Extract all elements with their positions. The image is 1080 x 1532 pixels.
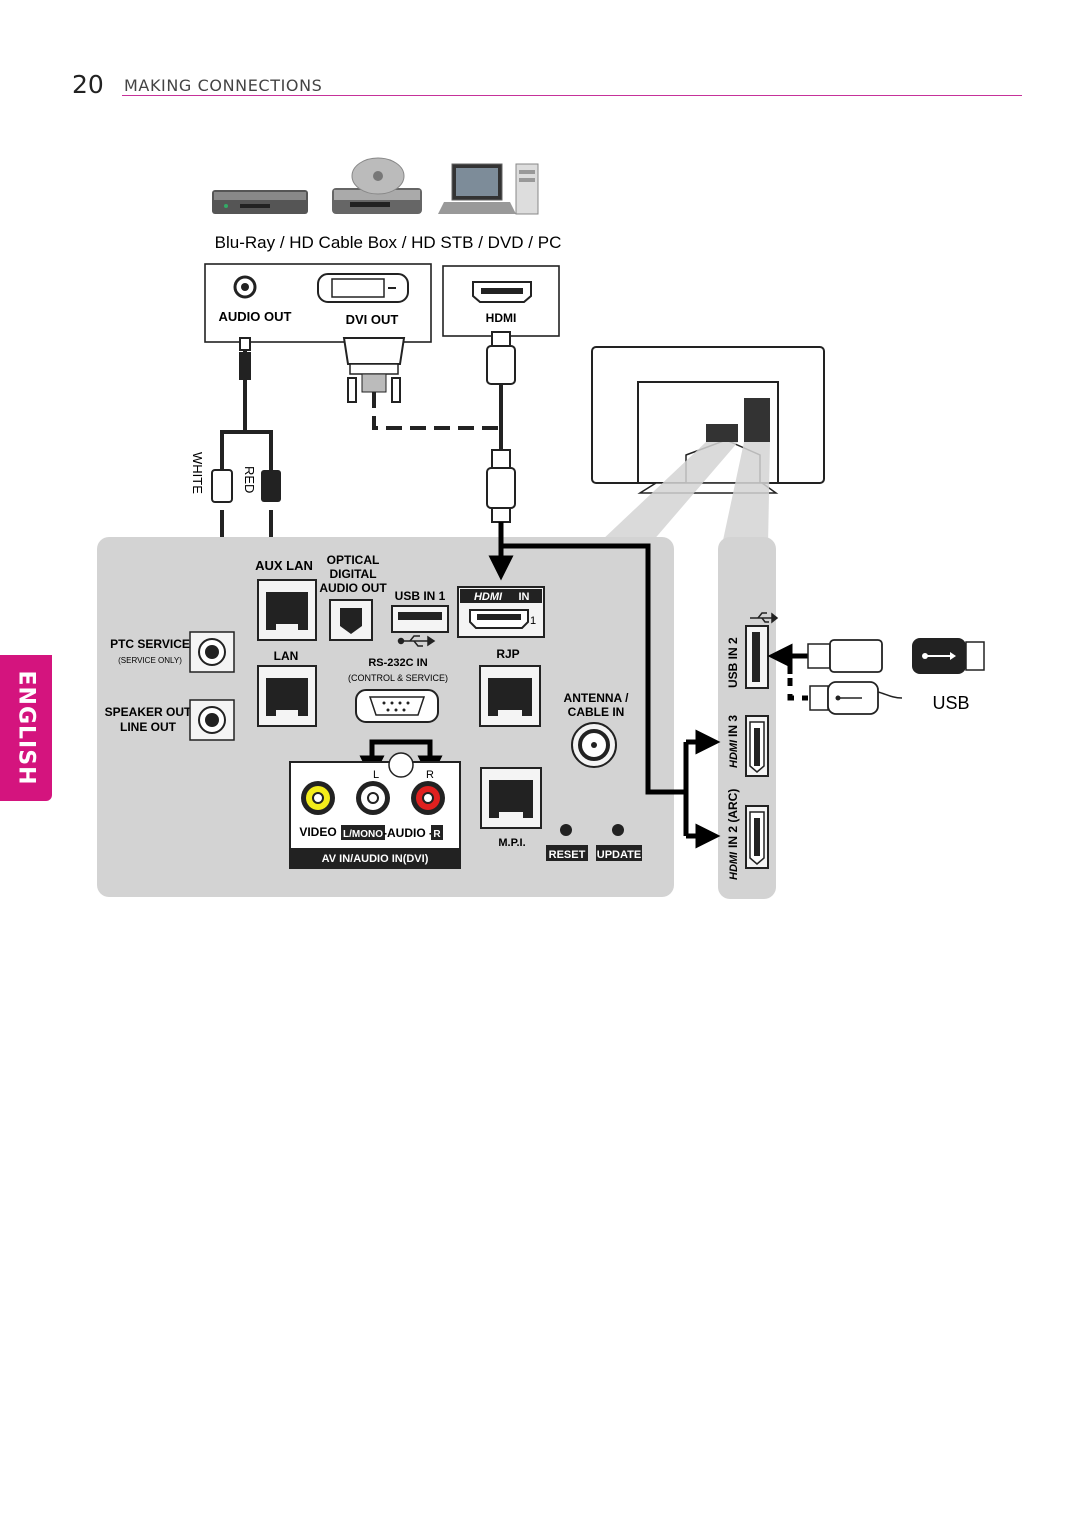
- mpi-label: M.P.I.: [498, 837, 525, 849]
- video-jack-yellow-icon[interactable]: [301, 781, 335, 815]
- audio-label: -AUDIO -: [383, 826, 433, 840]
- reset-button-hole-icon[interactable]: [560, 824, 572, 836]
- hdmi-in-3-port-icon[interactable]: [745, 715, 769, 777]
- red-rca-plug-icon: [261, 462, 281, 502]
- av-l-label: L: [373, 769, 379, 781]
- devices-caption: Blu-Ray / HD Cable Box / HD STB / DVD / …: [215, 233, 562, 252]
- av-center-icon: [388, 752, 414, 778]
- usb-in-2-label: USB IN 2: [726, 637, 740, 688]
- usb-in-2-symbol-icon: [750, 612, 779, 624]
- l-mono-badge: [341, 825, 385, 840]
- speaker-out-jack-icon[interactable]: [189, 699, 235, 741]
- speaker-out-label: SPEAKER OUT: [105, 705, 192, 719]
- optical-label-1: OPTICAL: [327, 553, 380, 567]
- hdmi-in-label: IN: [519, 591, 530, 603]
- rjp-port-icon[interactable]: [479, 665, 541, 727]
- hdmi-in-number: 1: [530, 615, 536, 627]
- language-tab: ENGLISH: [0, 655, 52, 801]
- usb-symbol-icon: [397, 635, 436, 647]
- hdmi-in-3-label: IN 3: [726, 715, 740, 737]
- service-only-label: (SERVICE ONLY): [118, 656, 182, 665]
- video-label: VIDEO: [299, 825, 336, 839]
- usb-in-2-port-icon[interactable]: [745, 625, 769, 689]
- audio-left-arrow: [359, 739, 402, 781]
- antenna-jack-icon[interactable]: [571, 722, 617, 768]
- rs232c-port-icon[interactable]: [355, 689, 439, 723]
- optical-label-3: AUDIO OUT: [319, 581, 387, 595]
- lan-port-icon[interactable]: [257, 665, 317, 727]
- update-label: UPDATE: [597, 849, 641, 861]
- audio-right-arrow: [402, 739, 443, 781]
- rs232c-in-label: RS-232C IN: [368, 657, 427, 669]
- audio-l-jack-white-icon[interactable]: [356, 781, 390, 815]
- hdmi-in-2-logo: HDMI: [728, 851, 740, 880]
- audio-out-jack-icon: [233, 275, 257, 299]
- hdmi-in-logo: HDMI: [474, 591, 503, 603]
- dvi-port-icon: [317, 273, 409, 303]
- r-badge-label: R: [433, 829, 441, 840]
- dvi-out-label: DVI OUT: [346, 312, 399, 327]
- dvi-plug-icon: [342, 337, 406, 403]
- usb-in-1-label: USB IN 1: [395, 589, 446, 603]
- av-in-label: AV IN/AUDIO IN(DVI): [322, 853, 429, 865]
- usb-stick-icon: [807, 639, 883, 673]
- reset-badge: [546, 845, 588, 861]
- hdmi-in-2-arc-label: IN 2 (ARC): [726, 789, 740, 848]
- red-cable-label: RED: [242, 466, 257, 493]
- hdmi-in-2-arc-port-icon[interactable]: [745, 805, 769, 869]
- hdmi-in-3-logo: HDMI: [728, 739, 740, 768]
- header-rule: [122, 95, 1022, 96]
- tv-rear-icon: [591, 346, 825, 545]
- hdmi-port-label: HDMI: [486, 311, 517, 325]
- ptc-service-jack-icon[interactable]: [189, 631, 235, 673]
- laptop-icon: [438, 163, 516, 214]
- av-in-box: [289, 761, 461, 869]
- hdmi-route-cable: [498, 522, 686, 795]
- usb-flash-drive-icon: [912, 638, 985, 674]
- update-button-hole-icon[interactable]: [612, 824, 624, 836]
- l-mono-label: L/MONO: [343, 829, 383, 840]
- mpi-port-icon[interactable]: [480, 767, 542, 829]
- ptc-service-label: PTC SERVICE: [110, 637, 190, 651]
- white-cable-label: WHITE: [190, 452, 205, 494]
- hdmi-in-1-port-icon[interactable]: [457, 586, 545, 638]
- hdmi-port-icon: [472, 281, 532, 303]
- white-rca-plug-icon: [211, 462, 233, 503]
- page-number: 20: [72, 70, 104, 99]
- audio-r-jack-red-icon[interactable]: [411, 781, 445, 815]
- usb-dashed-line: [787, 678, 808, 701]
- dvi-hdmi-dashed-cable: [372, 392, 498, 430]
- optical-label-2: DIGITAL: [329, 567, 376, 581]
- aux-lan-label: AUX LAN: [255, 558, 313, 573]
- usb-connect-line: [787, 653, 808, 674]
- section-title: MAKING CONNECTIONS: [124, 76, 323, 95]
- usb-label: USB: [932, 693, 969, 713]
- lan-label: LAN: [274, 649, 299, 663]
- usb-in-1-port-icon[interactable]: [391, 605, 449, 633]
- optical-port-icon[interactable]: [329, 599, 373, 641]
- cable-in-label: CABLE IN: [568, 705, 625, 719]
- update-badge: [596, 845, 642, 861]
- control-service-label: (CONTROL & SERVICE): [348, 673, 448, 683]
- aux-lan-port-icon[interactable]: [257, 579, 317, 641]
- reset-label: RESET: [549, 849, 586, 861]
- bluray-player-icon: [212, 190, 308, 214]
- cable-box-icon: [332, 157, 422, 214]
- hdmi-cable: [486, 331, 516, 523]
- rjp-label: RJP: [496, 647, 519, 661]
- antenna-label: ANTENNA /: [564, 691, 630, 705]
- audio-out-label: AUDIO OUT: [219, 309, 292, 324]
- r-badge: [431, 825, 443, 840]
- usb-cable-plug-icon: [809, 681, 903, 715]
- av-r-label: R: [426, 769, 434, 781]
- pc-tower-icon: [515, 163, 539, 215]
- line-out-label: LINE OUT: [120, 720, 177, 734]
- audio-mini-plug-icon: [239, 337, 251, 380]
